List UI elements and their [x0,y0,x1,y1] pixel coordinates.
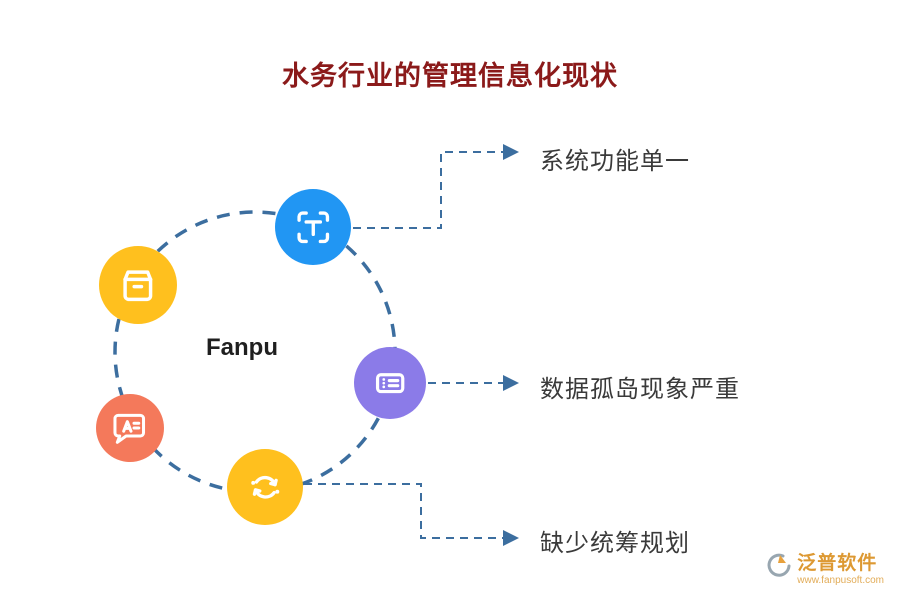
annotation-data-island: 数据孤岛现象严重 [540,377,740,403]
connector-bottom [304,483,519,546]
connector-top [353,144,519,229]
fanpu-logo-icon [767,553,791,577]
vendor-logo: 泛普软件 www.fanpusoft.com [767,548,884,586]
logo-url: www.fanpusoft.com [797,575,884,586]
center-brand-label: Fanpu [206,334,278,361]
node-ticket [354,347,426,419]
sync-icon [250,475,279,499]
scan-text-icon [297,211,329,243]
node-translate-chat [96,394,164,462]
node-scan-text [275,189,351,265]
translate-chat-icon [113,413,145,444]
ticket-icon [375,373,405,393]
annotation-planning: 缺少统筹规划 [540,531,690,557]
node-storage-box [99,246,177,324]
logo-name: 泛普软件 [797,553,878,574]
annotation-system-function: 系统功能单一 [540,149,690,175]
page-title: 水务行业的管理信息化现状 [282,61,618,91]
storage-box-icon [123,270,153,302]
node-sync [227,449,303,525]
